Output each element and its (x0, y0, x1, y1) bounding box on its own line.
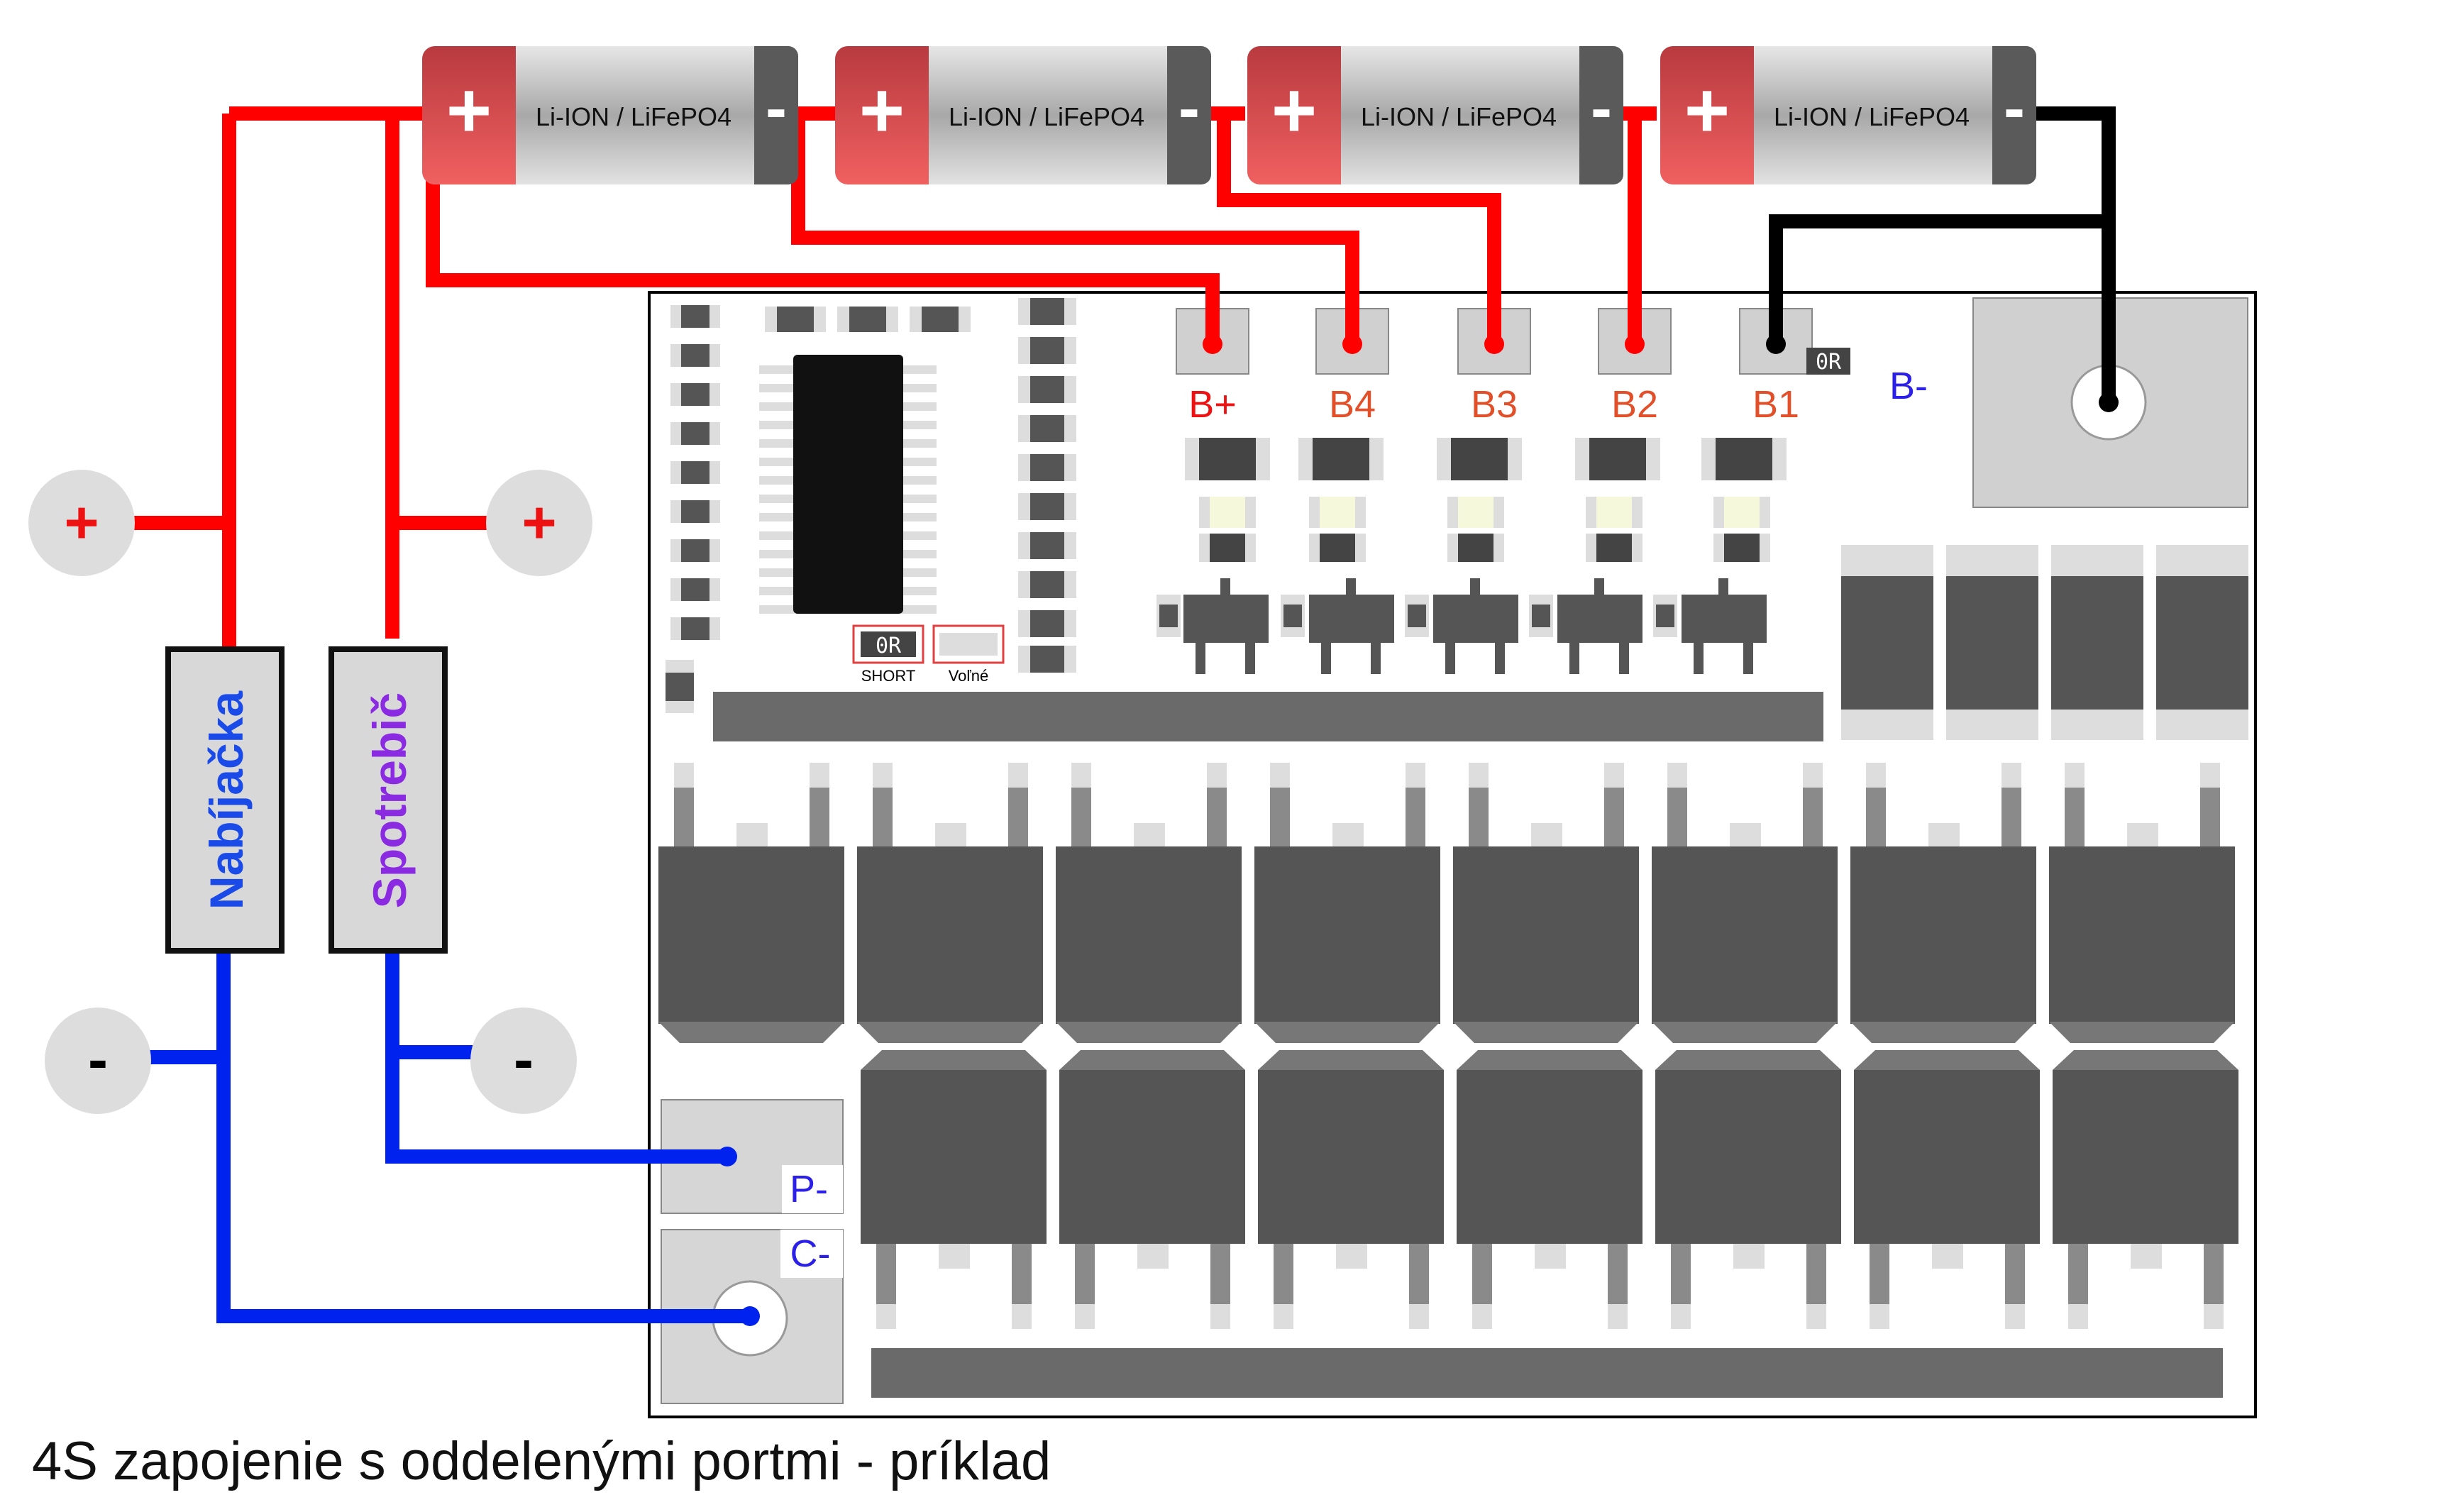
battery-label: Li-ION / LiFePO4 (536, 102, 731, 131)
mosfet-lower (1655, 1050, 1841, 1329)
pad-label-bminus: B- (1889, 365, 1928, 407)
balance-transistors (1156, 578, 1767, 674)
b1-zero-ohm-resistor (1806, 348, 1850, 375)
charger-minus-sign: - (88, 1026, 108, 1093)
pad-label-b2: B2 (1611, 383, 1658, 426)
battery-label: Li-ION / LiFePO4 (949, 102, 1144, 131)
load-minus-sign: - (514, 1026, 534, 1093)
b1-zero-ohm-label: 0R (1816, 350, 1842, 375)
battery-plus-sign: + (1684, 67, 1730, 154)
battery-plus-sign: + (1271, 67, 1317, 154)
mosfet-upper (658, 763, 844, 1043)
mosfet-array (658, 763, 2238, 1329)
charger-plus-sign: + (64, 489, 99, 556)
port-label-pminus: P- (790, 1168, 828, 1210)
balance-pad-labels: B+ B4 B3 B2 B1 B- (1188, 365, 1928, 426)
positive-wires (131, 106, 1657, 649)
charger-box: Nabíjačka (165, 646, 285, 954)
jumper-short: 0R SHORT (852, 624, 924, 685)
balance-resistors (1185, 438, 1787, 480)
mosfet-upper (1652, 763, 1838, 1043)
bms-ic-chip (759, 355, 937, 614)
smd-resistor-column (666, 305, 720, 713)
mosfet-lower (1258, 1050, 1444, 1329)
battery-cell: + Li-ION / LiFePO4 - (1247, 46, 1623, 184)
charger-plus-terminal: + (28, 470, 135, 576)
load-minus-terminal: - (470, 1008, 577, 1114)
battery-minus-sign: - (1178, 73, 1200, 144)
load-plus-sign: + (521, 489, 556, 556)
port-label-cminus: C- (790, 1232, 831, 1275)
smd-top-row (765, 307, 971, 332)
balance-small-resistors (1199, 534, 1770, 562)
mosfet-upper (1056, 763, 1242, 1043)
balance-leds (1199, 497, 1770, 528)
battery-minus-sign: - (766, 73, 787, 144)
mosfet-upper (857, 763, 1043, 1043)
battery-cell: + Li-ION / LiFePO4 - (835, 46, 1211, 184)
pad-label-b4: B4 (1329, 383, 1376, 426)
jumper-short-label: SHORT (861, 667, 916, 685)
battery-string: +Li-ION / LiFePO4-+Li-ION / LiFePO4-+Li-… (422, 46, 2036, 184)
jumper-free-label: Voľné (949, 667, 989, 685)
diagram-caption: 4S zapojenie s oddelenými portmi - príkl… (32, 1431, 1051, 1491)
battery-plus-sign: + (446, 67, 492, 154)
ground-wires (1769, 106, 2116, 402)
mosfet-lower (861, 1050, 1047, 1329)
shunt-resistors (1841, 545, 2248, 740)
battery-minus-sign: - (2004, 73, 2025, 144)
mosfet-lower (1854, 1050, 2040, 1329)
jumper-short-zero-ohm: 0R (876, 634, 902, 658)
pcb-busbar-lower (871, 1348, 2223, 1398)
mosfet-lower (1457, 1050, 1642, 1329)
mosfet-upper (2049, 763, 2235, 1043)
battery-label: Li-ION / LiFePO4 (1361, 102, 1557, 131)
charger-minus-terminal: - (45, 1008, 151, 1114)
load-plus-terminal: + (486, 470, 592, 576)
pad-label-b1: B1 (1752, 383, 1799, 426)
battery-cell: + Li-ION / LiFePO4 - (1660, 46, 2036, 184)
battery-plus-sign: + (859, 67, 905, 154)
battery-minus-sign: - (1591, 73, 1612, 144)
pad-label-b3: B3 (1471, 383, 1518, 426)
mosfet-lower (1059, 1050, 1245, 1329)
pcb-busbar-upper (713, 692, 1823, 741)
mosfet-upper (1254, 763, 1440, 1043)
pad-label-bplus: B+ (1188, 383, 1237, 426)
battery-cell: + Li-ION / LiFePO4 - (422, 46, 798, 184)
mosfet-upper (1850, 763, 2036, 1043)
jumper-free: Voľné (932, 624, 1005, 685)
smd-capacitor-column (1018, 298, 1076, 673)
mosfet-upper (1453, 763, 1639, 1043)
battery-label: Li-ION / LiFePO4 (1774, 102, 1970, 131)
load-label: Spotrebič (363, 692, 416, 908)
load-box: Spotrebič (328, 646, 448, 954)
mosfet-lower (2053, 1050, 2238, 1329)
charger-label: Nabíjačka (200, 690, 253, 910)
wire-endpoints (717, 334, 2119, 1326)
